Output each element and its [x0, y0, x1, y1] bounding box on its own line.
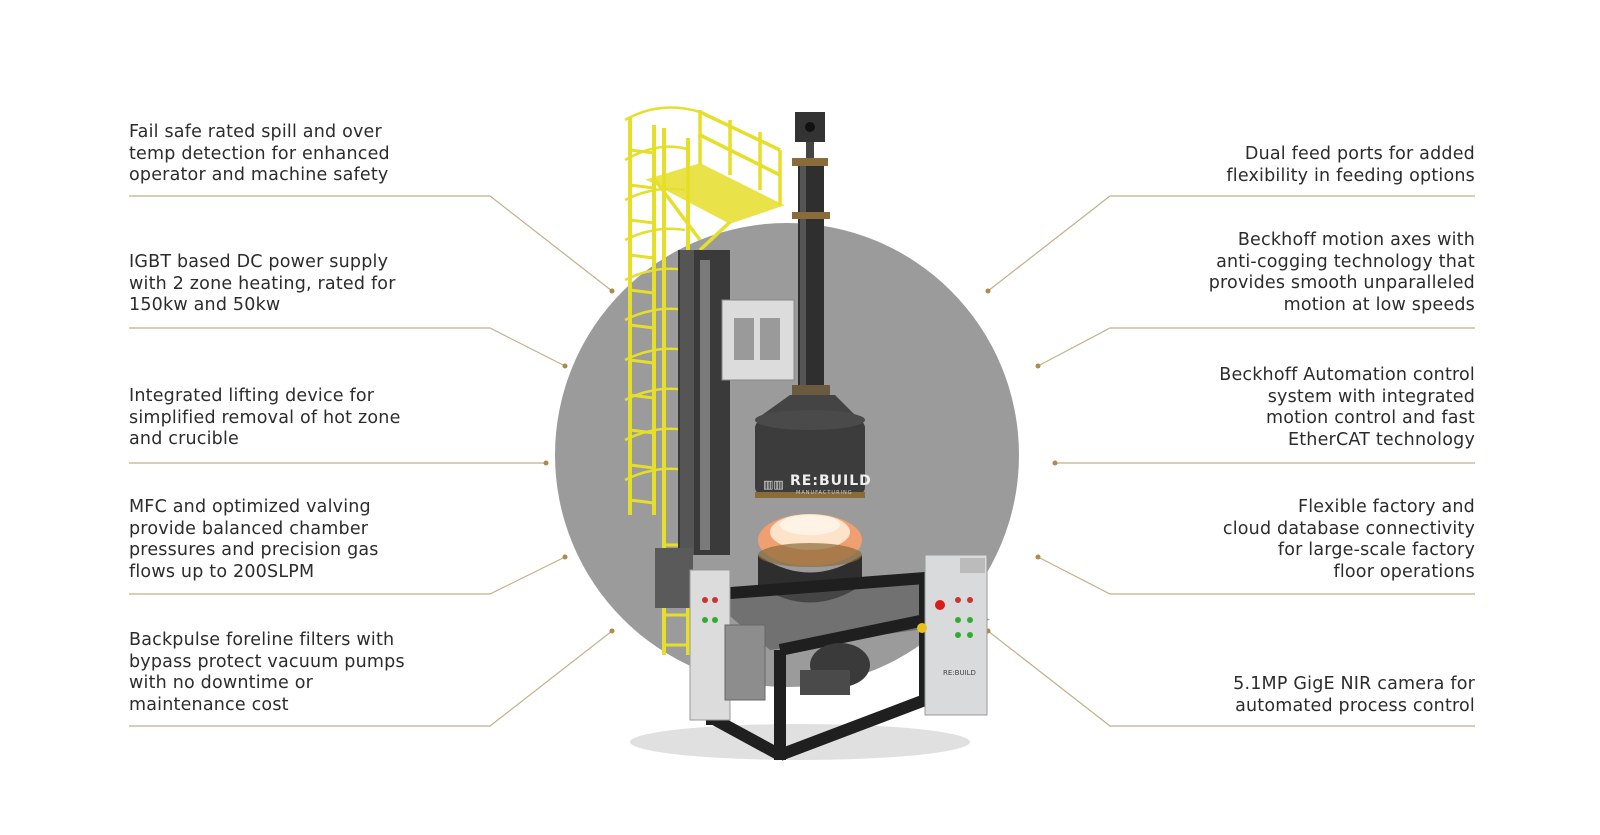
callout-line: Flexible factory and — [1297, 497, 1475, 517]
callout-line: flows up to 200SLPM — [129, 561, 315, 582]
machine-illustration: ▥▥ RE:BUILD MANUFACTURING — [624, 106, 990, 761]
leader-dot — [1035, 554, 1041, 560]
callout-line: bypass protect vacuum pumps — [129, 651, 405, 672]
callout-line: flexibility in feeding options — [1226, 165, 1475, 186]
leader-dots — [543, 288, 1058, 634]
callout-line: MFC and optimized valving — [129, 497, 371, 517]
callout-line: simplified removal of hot zone — [129, 407, 401, 428]
callout-spill-detection: Fail safe rated spill and over temp dete… — [129, 122, 390, 187]
callout-line: Fail safe rated spill and over — [129, 122, 382, 142]
cabinet-logo: RE:BUILD — [943, 669, 976, 677]
leader-dot — [1035, 363, 1041, 369]
callout-line: Beckhoff Automation control — [1219, 365, 1475, 385]
callout-line: provide balanced chamber — [129, 518, 369, 539]
callout-line: anti-cogging technology that — [1216, 251, 1475, 272]
callout-line: system with integrated — [1267, 386, 1475, 407]
callout-line: IGBT based DC power supply — [129, 252, 389, 272]
callout-line: motion at low speeds — [1283, 294, 1475, 315]
leader-dot — [562, 554, 568, 560]
callout-line: Dual feed ports for added — [1244, 144, 1475, 164]
callout-line: Backpulse foreline filters with — [129, 630, 395, 650]
callout-line: for large-scale factory — [1277, 540, 1475, 560]
callout-line: motion control and fast — [1265, 408, 1475, 428]
leader-dot — [609, 628, 615, 634]
callout-power-supply: IGBT based DC power supply with 2 zone h… — [129, 252, 396, 317]
leader-dot — [543, 460, 549, 466]
chamber-logo-sub: MANUFACTURING — [796, 490, 853, 496]
leader-line-spill-detection — [129, 195, 613, 292]
callout-line: EtherCAT technology — [1287, 429, 1475, 450]
callout-lifting-device: Integrated lifting device for simplified… — [129, 386, 401, 451]
callout-line: Beckhoff motion axes with — [1237, 230, 1475, 250]
leader-line-dual-feed — [987, 195, 1475, 292]
callout-line: Integrated lifting device for — [129, 386, 375, 406]
callout-beckhoff-control: Beckhoff Automation control system with … — [1219, 365, 1475, 451]
callout-line: automated process control — [1235, 695, 1475, 716]
callout-line: operator and machine safety — [129, 165, 389, 185]
leader-line-backpulse-filters — [129, 630, 613, 727]
callout-line: maintenance cost — [129, 694, 289, 715]
callout-line: cloud database connectivity — [1222, 518, 1475, 539]
callout-line: pressures and precision gas — [129, 540, 379, 560]
leader-line-factory-connectivity — [1037, 556, 1475, 595]
leader-dot — [562, 363, 568, 369]
leader-line-beckhoff-motion — [1037, 327, 1475, 367]
callout-beckhoff-motion: Beckhoff motion axes with anti-cogging t… — [1209, 230, 1475, 316]
leader-line-mfc-valving — [129, 556, 566, 595]
callout-dual-feed: Dual feed ports for added flexibility in… — [1226, 144, 1475, 187]
leader-dot — [1052, 460, 1058, 466]
chamber-logo-text: RE:BUILD — [790, 473, 872, 489]
callout-mfc-valving: MFC and optimized valving provide balanc… — [129, 497, 379, 583]
callout-line: 150kw and 50kw — [129, 295, 281, 315]
callout-line: temp detection for enhanced — [129, 143, 390, 164]
callout-line: floor operations — [1333, 561, 1475, 582]
callout-line: provides smooth unparalleled — [1208, 273, 1475, 293]
leader-dot — [985, 288, 991, 294]
callout-nir-camera: 5.1MP GigE NIR camera for automated proc… — [1233, 674, 1475, 717]
callout-line: and crucible — [129, 429, 240, 449]
callout-line: with 2 zone heating, rated for — [129, 273, 396, 294]
callout-factory-connectivity: Flexible factory and cloud database conn… — [1223, 497, 1475, 583]
callout-backpulse-filters: Backpulse foreline filters with bypass p… — [129, 630, 405, 716]
leader-dot — [609, 288, 615, 294]
leader-line-power-supply — [129, 327, 566, 367]
callout-line: with no downtime or — [129, 673, 314, 693]
callout-line: 5.1MP GigE NIR camera for — [1233, 674, 1475, 694]
leader-line-nir-camera — [987, 630, 1475, 727]
leader-lines — [129, 195, 1475, 727]
chamber-logo: ▥▥ — [763, 478, 784, 491]
